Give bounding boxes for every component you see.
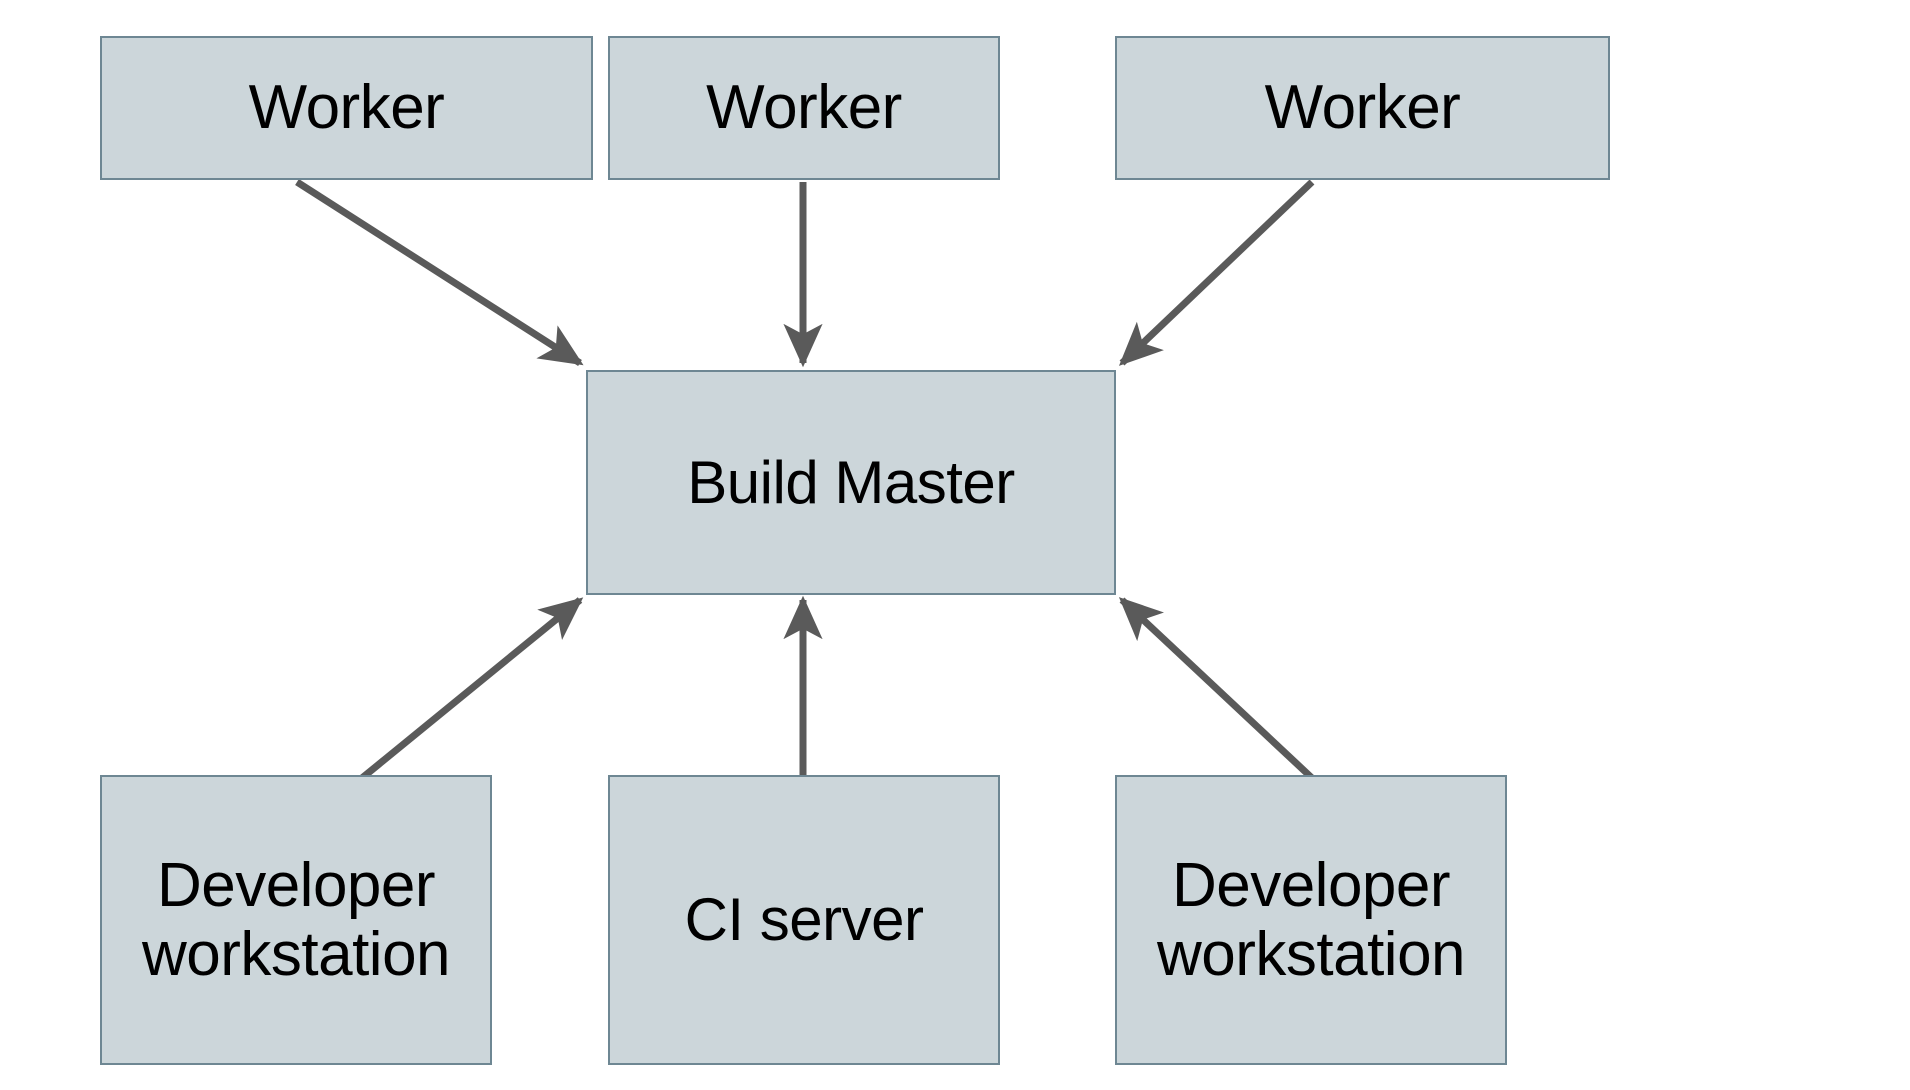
node-ci-server[interactable]: CI server: [608, 775, 1000, 1065]
node-worker-2-label: Worker: [706, 73, 902, 143]
edge-worker3-to-master: [1118, 179, 1315, 366]
node-developer-workstation-1[interactable]: Developer workstation: [100, 775, 492, 1065]
node-worker-1[interactable]: Worker: [100, 36, 593, 180]
node-worker-2[interactable]: Worker: [608, 36, 1000, 180]
edge-worker1-to-master: [295, 179, 584, 366]
node-build-master-label: Build Master: [687, 448, 1015, 516]
node-worker-3[interactable]: Worker: [1115, 36, 1610, 180]
node-worker-3-label: Worker: [1264, 73, 1461, 143]
node-build-master[interactable]: Build Master: [586, 370, 1116, 595]
node-developer-workstation-1-label: Developer workstation: [141, 850, 451, 989]
node-ci-server-label: CI server: [684, 886, 924, 954]
node-worker-1-label: Worker: [248, 73, 445, 143]
node-developer-workstation-2-label: Developer workstation: [1156, 850, 1466, 989]
node-developer-workstation-2[interactable]: Developer workstation: [1115, 775, 1507, 1065]
edge-dev1-to-master: [359, 597, 584, 781]
edge-dev2-to-master: [1118, 597, 1315, 781]
